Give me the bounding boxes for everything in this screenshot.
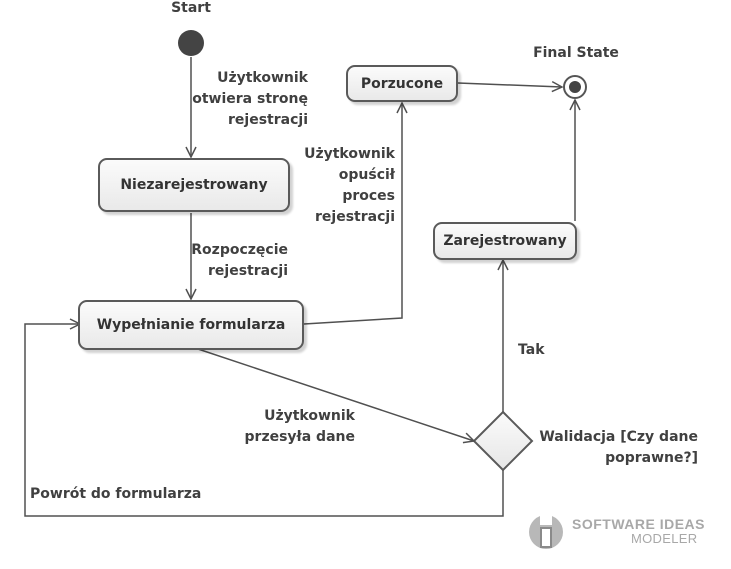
state-niezarejestrowany[interactable]: Niezarejestrowany bbox=[98, 158, 290, 212]
state-porzucone[interactable]: Porzucone bbox=[346, 65, 458, 102]
start-label: Start bbox=[171, 0, 211, 16]
final-state-label: Final State bbox=[533, 45, 619, 61]
edge-decision-to-wypelnianie[interactable] bbox=[24, 324, 504, 517]
software-ideas-logo-icon bbox=[529, 514, 563, 549]
transition-label-opuscil: Użytkownik opuścił proces rejestracji bbox=[304, 146, 395, 225]
software-ideas-watermark: SOFTWARE IDEAS MODELER bbox=[526, 512, 716, 552]
transition-label-otwiera: Użytkownik otwiera stronę rejestracji bbox=[192, 70, 308, 128]
watermark-line1: SOFTWARE IDEAS bbox=[572, 516, 706, 532]
state-wypelnianie-formularza[interactable]: Wypełnianie formularza bbox=[78, 300, 304, 350]
edge-wypelnianie-to-porzucone[interactable] bbox=[303, 103, 402, 325]
initial-node[interactable] bbox=[178, 30, 204, 56]
transition-label-przesyla: Użytkownik przesyła dane bbox=[244, 408, 355, 445]
transition-label-powrot: Powrót do formularza bbox=[30, 486, 202, 502]
transition-label-rozpoczecie: Rozpoczęcie rejestracji bbox=[191, 242, 288, 279]
edge-porzucone-to-final[interactable] bbox=[457, 83, 562, 87]
state-zarejestrowany[interactable]: Zarejestrowany bbox=[433, 222, 577, 260]
transition-label-tak: Tak bbox=[518, 342, 545, 358]
edge-wypelnianie-to-decision[interactable] bbox=[197, 348, 474, 441]
watermark-line2: MODELER bbox=[631, 531, 698, 546]
decision-label: Walidacja [Czy dane poprawne?] bbox=[539, 429, 698, 466]
decision-node[interactable] bbox=[472, 410, 534, 472]
final-node[interactable] bbox=[563, 75, 587, 99]
